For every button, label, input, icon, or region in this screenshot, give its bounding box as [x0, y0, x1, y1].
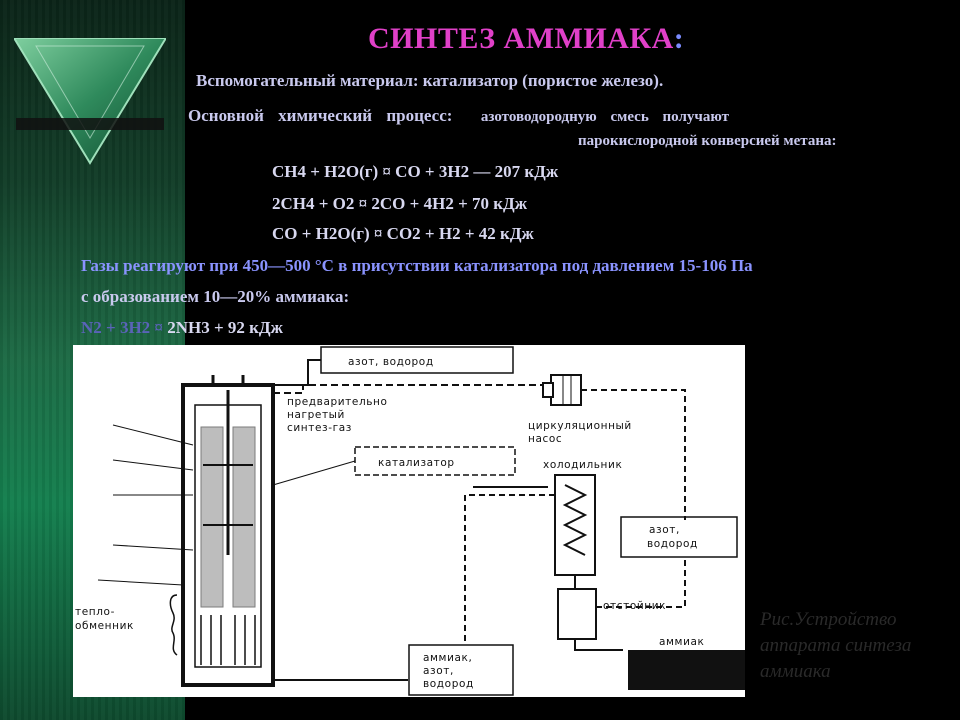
- svg-text:циркуляционный: циркуляционный: [528, 420, 632, 432]
- aux-material-value: катализатор (пористое железо).: [422, 71, 664, 90]
- slide-title: СИНТЕЗ АММИАКА:: [368, 22, 685, 55]
- svg-text:насос: насос: [528, 433, 562, 445]
- reactor-column: [181, 375, 275, 687]
- final-equation: N2 + 3H2 ¤ 2NH3 + 92 кДж: [81, 318, 283, 338]
- svg-text:аммиак: аммиак: [659, 636, 704, 648]
- svg-text:водород: водород: [423, 678, 474, 690]
- svg-text:тепло-: тепло-: [75, 606, 115, 618]
- svg-text:азот,: азот,: [423, 665, 454, 677]
- svg-text:отстойник: отстойник: [603, 600, 666, 612]
- ammonia-output-block: [628, 650, 745, 690]
- svg-text:азот,: азот,: [649, 524, 680, 536]
- process-line-1: Основной химический процесс: азотоводоро…: [188, 106, 729, 126]
- svg-text:аммиак,: аммиак,: [423, 652, 472, 664]
- process-label: Основной химический процесс:: [188, 106, 453, 125]
- svg-text:предварительно: предварительно: [287, 396, 388, 408]
- equation-3: CO + H2O(г) ¤ CO2 + H2 + 42 кДж: [272, 224, 534, 243]
- svg-text:водород: водород: [647, 538, 698, 550]
- settler-unit: [557, 588, 597, 640]
- mixture-box: [408, 644, 514, 696]
- svg-text:обменник: обменник: [75, 620, 134, 632]
- circulation-pump-icon: [542, 374, 582, 406]
- equation-1: CH4 + H2O(г) ¤ CO + 3H2 — 207 кДж: [272, 162, 559, 181]
- svg-text:синтез-газ: синтез-газ: [287, 422, 352, 434]
- process-text-1: азотоводородную смесь получают: [480, 109, 729, 125]
- recycle-box: [620, 516, 738, 558]
- triangle-logo-icon: [14, 38, 166, 165]
- ammonia-synthesis-diagram: азот, водород предварительно нагретый си…: [73, 345, 745, 697]
- label-nitrogen-hydrogen-top: азот, водород: [348, 356, 434, 368]
- conditions-line-1: Газы реагируют при 450—500 °C в присутст…: [81, 256, 753, 275]
- equation-2: 2CH4 + O2 ¤ 2CO + 4H2 + 70 кДж: [272, 194, 528, 213]
- process-line-2: парокислородной конверсией метана:: [578, 133, 837, 149]
- aux-material-line: Вспомогательный материал: катализатор (п…: [196, 71, 663, 91]
- figure-caption: Рис.Устройство аппарата синтеза аммиака: [760, 609, 912, 682]
- final-equation-right: 2NH3 + 92 кДж: [167, 318, 283, 337]
- conditions-line-2: с образованием 10—20% аммиака:: [81, 287, 350, 306]
- svg-text:нагретый: нагретый: [287, 409, 345, 421]
- final-equation-left: N2 + 3H2 ¤: [81, 318, 163, 337]
- svg-text:холодильник: холодильник: [543, 459, 622, 471]
- aux-material-label: Вспомогательный материал:: [196, 71, 419, 90]
- svg-text:катализатор: катализатор: [378, 457, 455, 469]
